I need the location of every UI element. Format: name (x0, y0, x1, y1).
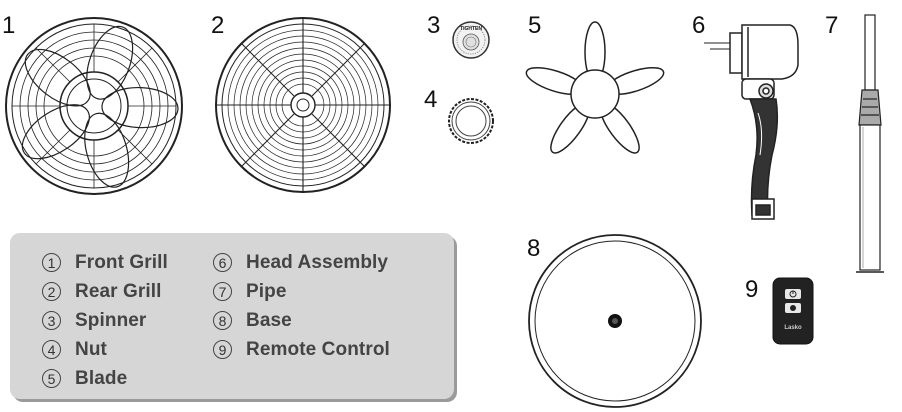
remote-control-icon: Lasko (772, 277, 814, 345)
legend-item: 8 Base (213, 306, 390, 335)
legend-label: Pipe (246, 280, 287, 302)
front-grill-icon (5, 17, 183, 195)
legend-right-column: 6 Head Assembly 7 Pipe 8 Base 9 Remote Contr… (213, 248, 390, 364)
callout-8: 8 (527, 235, 541, 262)
legend-item: 2 Rear Grill (42, 277, 168, 306)
legend-label: Head Assembly (246, 251, 389, 273)
legend-number: 8 (213, 311, 232, 330)
legend-label: Base (246, 309, 292, 331)
legend-label: Spinner (75, 309, 147, 331)
head-assembly-icon (704, 24, 799, 220)
spinner-icon: TIGHTEN (452, 21, 490, 59)
legend-item: 5 Blade (42, 364, 168, 393)
spinner-label: TIGHTEN (460, 26, 482, 32)
callout-9: 9 (745, 276, 759, 303)
rear-grill-icon (215, 17, 391, 193)
legend-item: 7 Pipe (213, 277, 390, 306)
legend-item: 3 Spinner (42, 306, 168, 335)
remote-brand-label: Lasko (784, 325, 802, 331)
base-icon (528, 234, 702, 408)
legend-number: 6 (213, 253, 232, 272)
callout-5: 5 (528, 12, 542, 39)
legend-item: 6 Head Assembly (213, 248, 390, 277)
legend-number: 7 (213, 282, 232, 301)
parts-legend: 1 Front Grill 2 Rear Grill 3 Spinner 4 Nut 5… (10, 233, 454, 399)
legend-item: 4 Nut (42, 335, 168, 364)
nut-icon (448, 98, 494, 144)
legend-number: 5 (42, 369, 61, 388)
pipe-icon (856, 14, 884, 273)
legend-number: 1 (42, 253, 61, 272)
legend-number: 4 (42, 340, 61, 359)
legend-left-column: 1 Front Grill 2 Rear Grill 3 Spinner 4 Nut 5… (42, 248, 168, 393)
legend-label: Blade (75, 367, 128, 389)
callout-4: 4 (424, 86, 438, 113)
legend-label: Rear Grill (75, 280, 162, 302)
legend-label: Remote Control (246, 338, 390, 360)
callout-3: 3 (427, 12, 441, 39)
legend-item: 9 Remote Control (213, 335, 390, 364)
legend-number: 9 (213, 340, 232, 359)
callout-7: 7 (825, 12, 839, 39)
legend-label: Front Grill (75, 251, 168, 273)
legend-item: 1 Front Grill (42, 248, 168, 277)
callout-2: 2 (211, 12, 225, 39)
callout-1: 1 (2, 12, 16, 39)
legend-label: Nut (75, 338, 107, 360)
legend-number: 3 (42, 311, 61, 330)
blade-icon (525, 21, 665, 154)
callout-6: 6 (692, 12, 706, 39)
legend-number: 2 (42, 282, 61, 301)
